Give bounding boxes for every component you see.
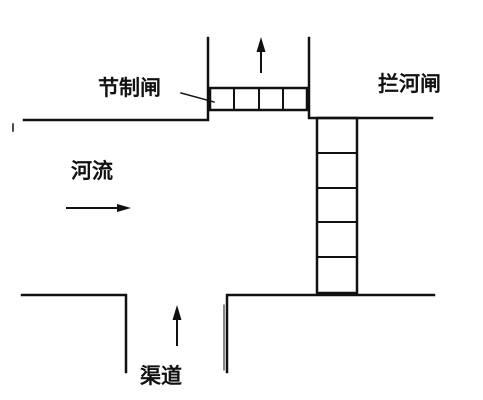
river-upper-bank-left [22,36,210,122]
check-gate-label: 节制闸 [98,76,161,100]
check-gate-leader [180,92,215,103]
river-lower-bank-right [225,293,436,374]
canal-label: 渠道 [140,364,182,388]
river-gate-label: 拦河闸 [378,72,441,96]
check-gate [208,86,309,112]
river-label: 河流 [71,159,113,183]
arrow-icon [66,204,131,212]
river-upper-bank-right [307,36,434,120]
arrow-icon [172,305,182,346]
river-gate [315,116,359,295]
river-lower-bank-left [20,293,128,374]
arrow-icon [256,37,266,73]
